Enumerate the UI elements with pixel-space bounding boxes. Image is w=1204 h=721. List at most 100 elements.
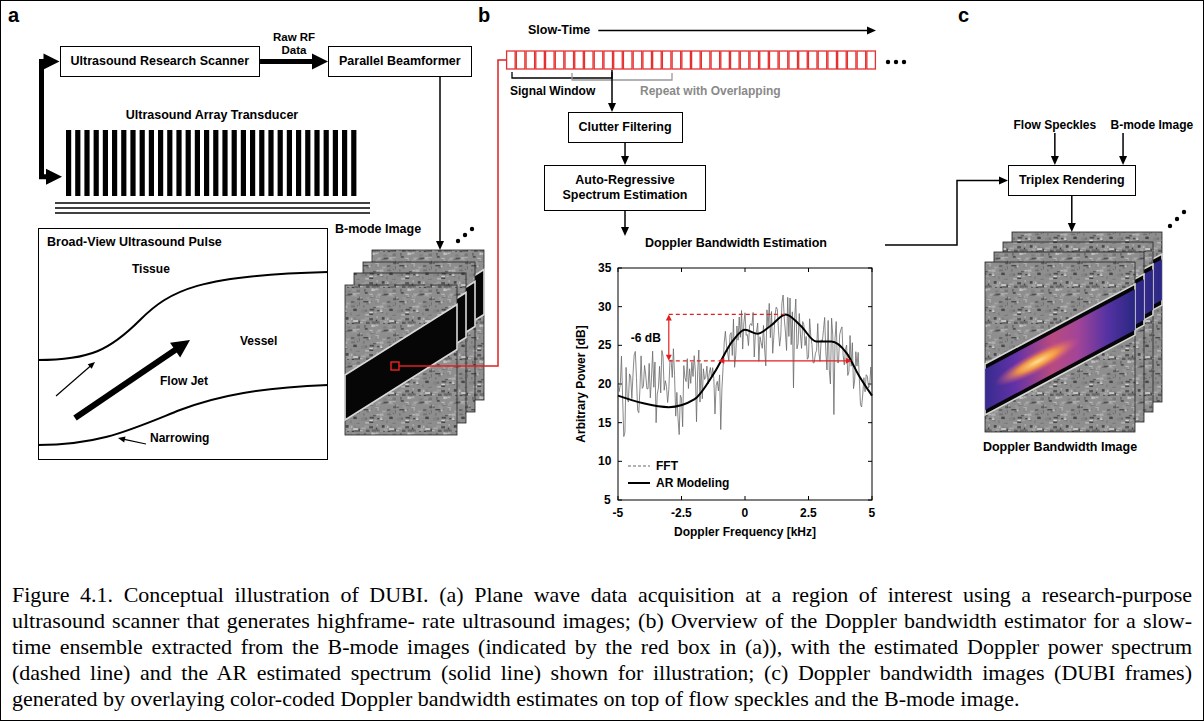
slow-time-sample (584, 51, 593, 69)
tick-label: 0 (742, 506, 749, 520)
connector (260, 54, 328, 70)
transducer-element (351, 130, 356, 196)
box-label: Triplex Rendering (1019, 173, 1125, 188)
arrow-head (88, 362, 95, 369)
axis-tick (868, 422, 872, 423)
arrow-head (436, 241, 444, 250)
arrow-head (46, 169, 62, 185)
axis-tick (745, 268, 746, 272)
input-label: Flow Speckles (1014, 118, 1097, 133)
bmode-frame (345, 285, 457, 435)
region-heading: Doppler Bandwidth Image (975, 440, 1145, 455)
continuation-dot (1182, 210, 1186, 214)
arrow-head (867, 27, 876, 35)
data-flow-arrow (260, 59, 316, 64)
tick-label: -5 (613, 506, 624, 520)
slow-time-sample (711, 51, 720, 69)
transducer-element (112, 130, 117, 196)
transducer-element (75, 130, 80, 196)
arrow-head (1068, 223, 1076, 232)
annotation: -6 dB (629, 331, 663, 345)
arrow-head (999, 177, 1008, 185)
box-label: Parallel Beamformer (339, 54, 461, 69)
tick-label: 20 (598, 377, 611, 391)
slow-time-sample (808, 51, 817, 69)
slow-time-sample (672, 51, 681, 69)
window-bracket (512, 72, 612, 78)
arrow-head (846, 358, 852, 364)
axis-title: Doppler Frequency [kHz] (674, 525, 816, 539)
plane-wave-line (55, 207, 370, 209)
narrowing-pointer (123, 439, 146, 444)
axis-tick (618, 422, 622, 423)
transducer-element (305, 130, 310, 196)
edge-label: Raw RF Data (264, 31, 324, 57)
axis-tick (872, 496, 873, 500)
transducer-element (259, 130, 264, 196)
legend-sample (628, 465, 650, 466)
red-leader (399, 365, 485, 367)
continuation-dot (886, 60, 890, 64)
slow-time-sample (692, 51, 701, 69)
box-label: Ultrasound Research Scanner (71, 54, 250, 69)
transducer-element (287, 130, 292, 196)
narrowing-pointer (56, 365, 91, 396)
red-leader (485, 60, 506, 366)
vessel-lumen (985, 284, 1135, 415)
slow-time-sample (516, 51, 525, 69)
slow-time-ensemble: Slow-Time (506, 50, 876, 70)
arrow-head (608, 103, 616, 112)
ar-spectrum (618, 314, 872, 407)
plane-wave-line (55, 212, 370, 214)
connector (608, 70, 616, 112)
transducer-element (121, 130, 126, 196)
process-box: Auto-Regressive Spectrum Estimation (544, 165, 706, 211)
arrow-head (718, 358, 724, 364)
tick-label: 35 (598, 261, 611, 275)
process-arrow (1054, 133, 1056, 158)
transducer-element (342, 130, 347, 196)
slow-time-sample (604, 51, 613, 69)
axis-tick (681, 268, 682, 272)
connector (485, 60, 506, 366)
slow-time-sample (740, 51, 749, 69)
arrow-head (621, 156, 629, 165)
transducer-element (241, 130, 246, 196)
transducer-element (278, 130, 283, 196)
region-heading: Broad-View Ultrasound Pulse (47, 235, 222, 250)
slow-time-sample (789, 51, 798, 69)
tick-label: -2.5 (671, 506, 692, 520)
axis-tick (808, 268, 809, 272)
connector (1119, 133, 1127, 165)
slow-time-sample (838, 51, 847, 69)
bmode-frame (985, 262, 1135, 432)
connector (436, 77, 444, 250)
arrow-head (1051, 156, 1059, 165)
panel-letter: b (478, 4, 490, 26)
arrow-head (44, 54, 60, 70)
slow-time-sample (769, 51, 778, 69)
region-heading: Doppler Bandwidth Estimation (645, 236, 827, 251)
slow-time-sample (614, 51, 623, 69)
axis-title: Arbitrary Power [dB] (573, 325, 587, 442)
axis-tick (745, 496, 746, 500)
box-label: B-mode Image (1111, 118, 1194, 133)
transducer-element (94, 130, 99, 196)
inset-panel: Broad-View Ultrasound Pulse (38, 228, 328, 460)
anatomy-label: Narrowing (150, 431, 209, 445)
legend-text: FFT (656, 459, 678, 473)
axis-tick (868, 268, 872, 269)
transducer-element (250, 130, 255, 196)
anatomy-label: Flow Jet (160, 374, 208, 388)
connector (885, 177, 1008, 246)
slow-time-sample (857, 51, 866, 69)
slow-time-sample (721, 51, 730, 69)
axis-tick (618, 268, 622, 269)
slow-time-sample (653, 51, 662, 69)
arrow-head (118, 437, 125, 443)
tick-label: 2.5 (800, 506, 817, 520)
continuation-dot (463, 233, 467, 237)
level-drop-arrow (668, 319, 669, 356)
